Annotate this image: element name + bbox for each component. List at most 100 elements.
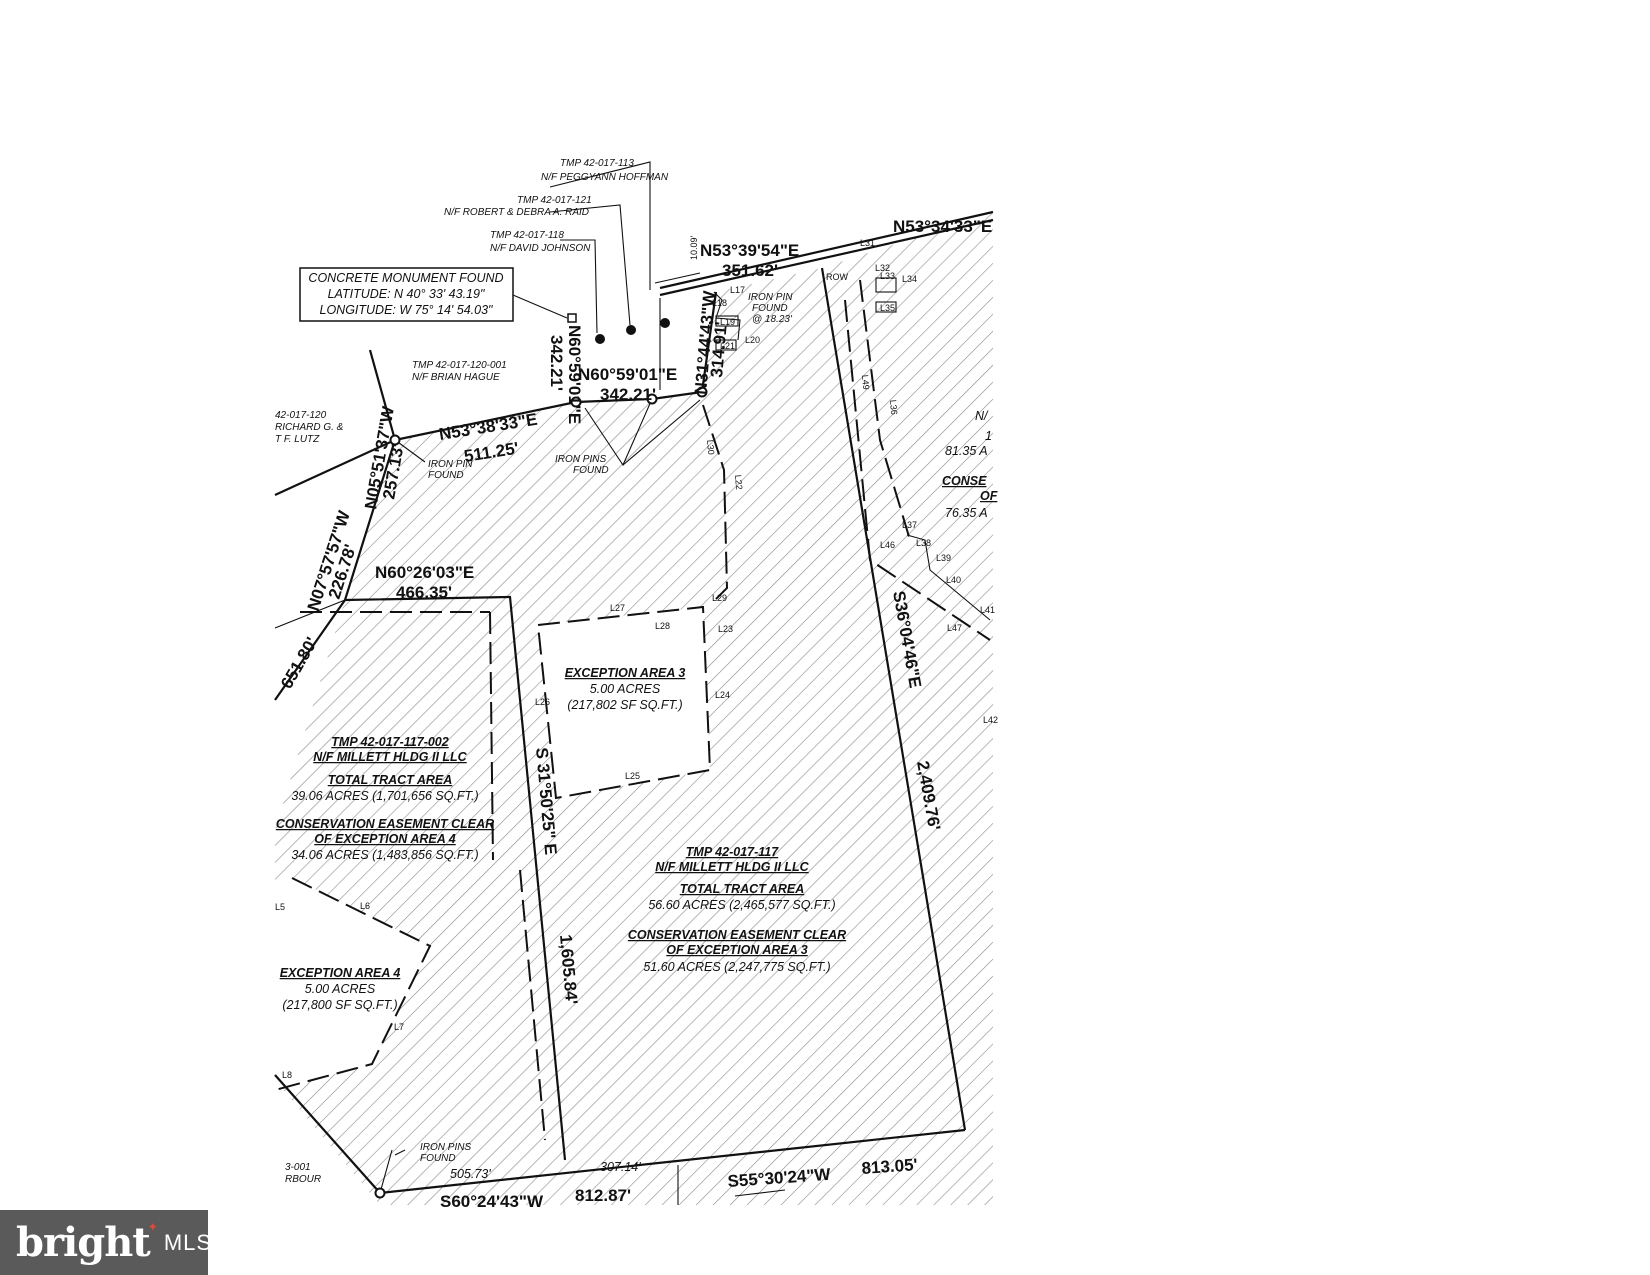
line-tag: L35 [880,303,895,313]
iron-pin-label: IRON PINS [420,1142,471,1153]
tract-cons-title: OF EXCEPTION AREA 3 [666,943,808,957]
line-tag: L21 [720,341,735,351]
line-tag: L46 [880,540,895,550]
exception-area-title: EXCEPTION AREA 3 [565,666,686,680]
iron-pin-marker [660,318,670,328]
line-tag: L7 [394,1022,404,1032]
exception-area-acres: 5.00 ACRES [305,982,376,996]
tract-total-title: TOTAL TRACT AREA [328,773,453,787]
neighbor-tmp: 42-017-120 [275,410,327,421]
distance-label: 813.05' [861,1155,918,1178]
tract-owner: N/F MILLETT HLDG II LLC [313,750,467,764]
line-tag: L37 [902,520,917,530]
exception-area-sf: (217,802 SF SQ.FT.) [567,698,682,712]
neighbor-owner: N/F BRIAN HAGUE [412,372,500,383]
neighbor-tmp: TMP 42-017-121 [517,195,592,206]
line-tag: L28 [655,621,670,631]
line-tag: L25 [625,771,640,781]
neighbor-owner: N/F ROBERT & DEBRA A. RAID [444,207,589,218]
iron-pin-label: FOUND [752,303,788,314]
iron-pin-label: IRON PIN [748,292,793,303]
distance-label: 651.80' [277,634,321,692]
bright-mls-logo: bright ✦ MLS [0,1210,211,1275]
monument-callout: CONCRETE MONUMENT FOUND LATITUDE: N 40° … [299,267,514,322]
spark-icon: ✦ [147,1219,158,1234]
line-tag: L18 [712,298,727,308]
line-tags: L17 L18 L19 L20 L21 L22 L23 L24 L25 L26 … [275,238,998,1080]
exception-area-4-label: EXCEPTION AREA 4 5.00 ACRES (217,800 SF … [280,966,401,1012]
iron-pin-label: IRON PIN [428,459,473,470]
distance-label: 10.09' [689,235,699,260]
logo-word: bright [16,1219,151,1266]
tract-tmp: TMP 42-017-117 [686,845,779,859]
neighbor-labels: TMP 42-017-113 N/F PEGGYANN HOFFMAN TMP … [275,158,998,1185]
distance-label: 342.21' [600,385,656,404]
survey-markers [374,313,708,1199]
monument-longitude: LONGITUDE: W 75° 14' 54.03" [320,303,494,317]
left-tract-summary: TMP 42-017-117-002 N/F MILLETT HLDG II L… [276,735,494,862]
line-tag: L31 [860,238,875,248]
bearing-label: N53°39'54"E [700,241,799,260]
neighbor-tmp: 3-001 [285,1162,311,1173]
neighbor-label: 1 [985,429,992,443]
iron-pin-marker [374,1187,386,1199]
line-tag: L40 [946,575,961,585]
tract-owner: N/F MILLETT HLDG II LLC [655,860,809,874]
row-label: ROW [826,272,849,282]
line-tag: L27 [610,603,625,613]
neighbor-owner: RICHARD G. & [275,422,344,433]
neighbor-label: OF [980,489,998,503]
exception-area-sf: (217,800 SF SQ.FT.) [282,998,397,1012]
tract-total: 56.60 ACRES (2,465,577 SQ.FT.) [648,898,835,912]
exception-area-3-box [538,607,710,798]
exception-area-title: EXCEPTION AREA 4 [280,966,401,980]
line-tag: L19 [720,317,735,327]
line-tag: L39 [936,553,951,563]
neighbor-area: 76.35 A [945,506,988,520]
distance-label: 307.14' [600,1160,641,1174]
bearing-label: N60°59'01"E [565,325,584,424]
distance-label: 351.62' [722,261,778,280]
line-tag: L49 [860,374,871,390]
monument-latitude: LATITUDE: N 40° 33' 43.19" [328,287,485,301]
neighbor-owner: RBOUR [285,1174,321,1185]
neighbor-owner: T F. LUTZ [275,434,320,445]
iron-pin-label: FOUND [428,470,464,481]
line-tag: L30 [705,439,716,455]
bearing-label: N60°26'03"E [375,563,474,582]
distance-label: 342.21' [547,335,566,391]
tract-cons-title: CONSERVATION EASEMENT CLEAR [628,928,846,942]
concrete-monument-marker [567,313,577,323]
line-tag: L47 [947,623,962,633]
line-tag: L42 [983,715,998,725]
iron-pin-labels: IRON PIN FOUND IRON PINS FOUND IRON PIN … [420,272,849,1164]
tract-cons: 34.06 ACRES (1,483,856 SQ.FT.) [291,848,478,862]
easement-dashed-lines [274,279,991,1141]
neighbor-owner: N/F DAVID JOHNSON [490,243,591,254]
iron-pin-label: @ 18.23' [752,314,793,325]
tract-tmp: TMP 42-017-117-002 [331,735,448,749]
tract-cons: 51.60 ACRES (2,247,775 SQ.FT.) [643,960,830,974]
iron-pin-marker [626,325,636,335]
corner-stubs [713,277,991,621]
iron-pin-marker [696,386,708,398]
monument-title: CONCRETE MONUMENT FOUND [308,271,503,285]
iron-pin-label: FOUND [420,1153,456,1164]
iron-pin-label: IRON PINS [555,454,606,465]
neighbor-tmp: TMP 42-017-118 [490,230,564,241]
iron-pin-marker [389,434,401,446]
neighbor-label: N/ [975,409,989,423]
neighbor-owner: N/F PEGGYANN HOFFMAN [541,172,669,183]
line-tag: L17 [730,285,745,295]
distance-label: 505.73' [450,1167,491,1181]
line-tag: L41 [980,605,995,615]
main-tract-summary: TMP 42-017-117 N/F MILLETT HLDG II LLC T… [628,845,846,974]
line-tag: L24 [715,690,730,700]
line-tag: L34 [902,274,917,284]
exception-area-acres: 5.00 ACRES [590,682,661,696]
line-tag: L33 [880,271,895,281]
exception-area-4-box [275,878,430,1090]
line-tag: L29 [712,593,727,603]
logo-suffix: MLS [163,1229,213,1255]
